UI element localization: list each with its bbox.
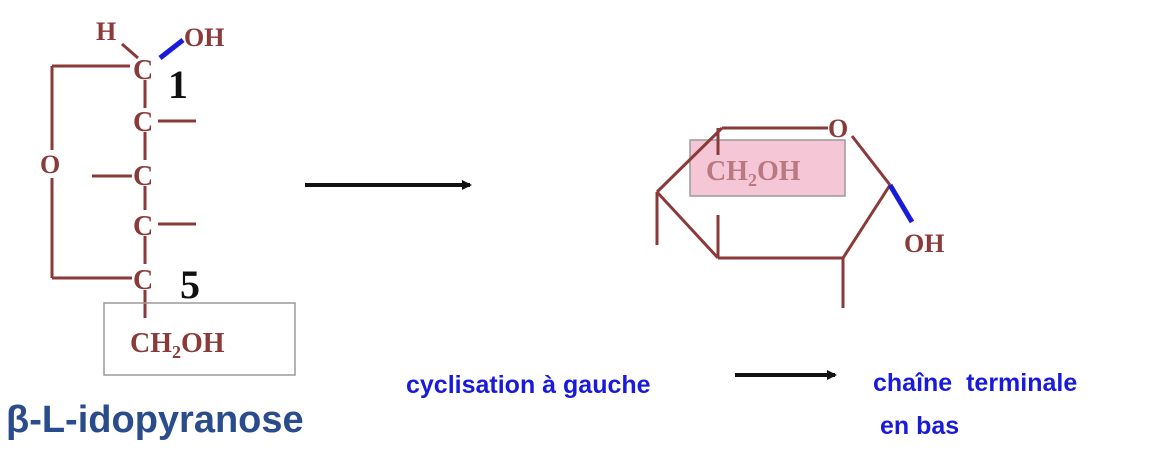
caption-cyclisation: cyclisation à gauche — [406, 371, 651, 399]
chair-conformation: O OH CH2OH — [655, 114, 944, 308]
ch2oh-label-fischer: CH2OH — [130, 328, 225, 362]
fischer-projection: H OH C C C C C O 1 5 CH2OH β-L-idopyrano… — [6, 17, 304, 441]
compound-name: β-L-idopyranose — [6, 399, 304, 441]
chair-bond-left-lower — [655, 190, 720, 260]
atom-h: H — [96, 17, 116, 46]
chair-bond-left-upper — [655, 126, 724, 194]
chair-oh-label: OH — [904, 229, 944, 258]
ch2oh-label-chair: CH2OH — [706, 156, 801, 190]
atom-c3: C — [133, 161, 153, 192]
ch2oh-highlight-box — [689, 139, 846, 197]
carbon-number-1: 1 — [168, 62, 188, 107]
chair-bond-right-lower — [841, 184, 892, 259]
atom-oh-c1: OH — [184, 23, 224, 52]
atom-c1: C — [133, 55, 153, 86]
chair-ring-oxygen: O — [828, 114, 848, 143]
atom-c4: C — [133, 211, 153, 242]
bond-c1-h — [121, 42, 139, 60]
caption-chain-line2: en bas — [880, 412, 959, 440]
atom-c2: C — [133, 107, 153, 138]
atom-c5: C — [133, 265, 153, 296]
bond-c1-oh — [158, 38, 185, 60]
atom-ring-oxygen: O — [40, 150, 60, 179]
ch2oh-box — [103, 302, 296, 376]
chair-bond-right-upper — [850, 135, 892, 186]
chair-bond-c1-oh — [887, 183, 915, 224]
carbon-number-5: 5 — [180, 262, 200, 307]
caption-chain-line1: chaîne terminale — [873, 369, 1077, 397]
